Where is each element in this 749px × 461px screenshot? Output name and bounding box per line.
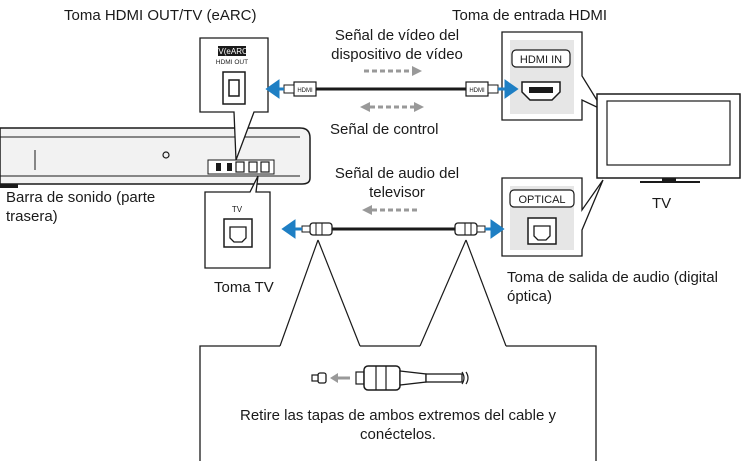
tv-earc-tag: TV(eARC)	[214, 47, 251, 56]
audio-signal-arrow	[362, 205, 418, 215]
hdmi-in-panel: HDMI IN	[501, 31, 605, 121]
tv-port-tag: TV	[232, 205, 243, 214]
hdmi-out-panel: TV(eARC) HDMI OUT	[199, 37, 269, 161]
video-signal-arrow	[364, 66, 422, 76]
svg-text:HDMI: HDMI	[469, 88, 485, 94]
optical-left-blue-arrow	[281, 219, 302, 239]
optical-cable	[281, 219, 505, 239]
optical-plug-detail-icon	[355, 365, 469, 391]
control-signal-label: Señal de control	[330, 121, 439, 138]
soundbar-rear-label: Barra de sonido (parte trasera)	[6, 189, 156, 225]
hdmi-plug-right: HDMI	[465, 81, 499, 97]
optical-panel: OPTICAL	[501, 177, 604, 257]
optical-tag: OPTICAL	[518, 194, 565, 206]
hdmi-out-tag: HDMI OUT	[216, 59, 248, 66]
hdmi-in-tag: HDMI IN	[520, 54, 562, 66]
control-signal-arrow	[360, 102, 424, 112]
soundbar-screw-icon	[162, 151, 170, 159]
detail-box	[199, 345, 597, 461]
svg-text:HDMI: HDMI	[297, 88, 313, 94]
hdmi-cable: HDMI HDMI	[265, 79, 519, 99]
hdmi-input-jack-label: Toma de entrada HDMI	[452, 7, 608, 24]
cap-instruction-text: Retire las tapas de ambos extremos del c…	[240, 407, 556, 443]
tv-jack-panel: TV	[204, 175, 271, 269]
optical-plug-right	[454, 222, 486, 236]
optical-right-blue-arrow	[485, 219, 505, 239]
hdmi-left-blue-arrow	[265, 79, 284, 99]
hdmi-in-port-icon	[521, 81, 561, 101]
hdmi-out-jack-label: Toma HDMI OUT/TV (eARC)	[64, 7, 257, 24]
hdmi-port-icon	[222, 71, 246, 105]
removed-cap-icon	[311, 372, 327, 384]
audio-output-jack-label: Toma de salida de audio (digital óptica)	[507, 269, 718, 305]
hdmi-right-blue-arrow	[498, 79, 519, 99]
tv-audio-signal-label: Señal de audio del televisor	[334, 165, 460, 201]
tv-label: TV	[652, 195, 672, 212]
optical-out-port-icon	[527, 217, 557, 245]
video-signal-label: Señal de vídeo del dispositivo de vídeo	[331, 27, 463, 63]
soundbar-rear	[0, 127, 311, 188]
hdmi-plug-left: HDMI	[283, 81, 317, 97]
tv-jack-label: Toma TV	[214, 279, 274, 296]
zoom-lines	[279, 239, 507, 347]
cap-removal-arrow	[330, 373, 350, 383]
optical-plug-left	[301, 222, 333, 236]
tv-icon	[596, 93, 741, 183]
optical-in-port-icon	[223, 218, 253, 248]
